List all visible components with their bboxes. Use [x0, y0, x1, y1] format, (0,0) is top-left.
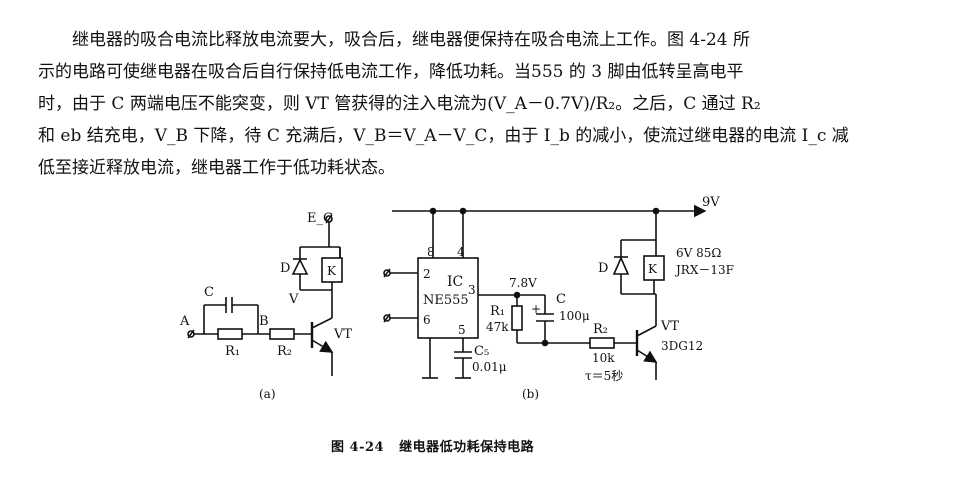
supply-label: 9V [702, 195, 720, 210]
figure-a-labels: E_C D K V C A B R₁ R₂ VT (a) [179, 211, 352, 401]
v-label: V [288, 292, 299, 307]
diode-a [291, 258, 309, 275]
r1-b [511, 305, 523, 331]
r1-a [217, 328, 243, 340]
r2-a [269, 328, 295, 340]
r2-b [589, 337, 615, 349]
c5-value: 0.01μ [472, 360, 507, 374]
r1-b-label: R₁ [490, 304, 505, 319]
relay-rating: 6V 85Ω [676, 246, 721, 260]
pin5-label: 5 [458, 323, 466, 337]
r2-b-label: R₂ [593, 322, 608, 337]
a-label: A [179, 314, 190, 329]
figure-b [383, 204, 707, 380]
ic-label: IC [447, 274, 463, 290]
figure-a [187, 214, 343, 376]
body-paragraph: 继电器的吸合电流比释放电流要大，吸合后，继电器便保持在吸合电流上工作。图 4-2… [38, 24, 918, 184]
ic-ne555 [417, 257, 479, 339]
diode-b [612, 256, 630, 275]
paragraph-line-2: 示的电路可使继电器在吸合后自行保持低电流工作，降低功耗。当555 的 3 脚由低… [38, 62, 744, 82]
c5-label: C₅ [474, 344, 489, 359]
capacitor-b-label: C [556, 292, 566, 307]
ic-part-label: NE555 [423, 293, 469, 308]
capacitor-polarity: + [531, 302, 541, 316]
pin3-label: 3 [468, 283, 476, 297]
diode-a-label: D [280, 261, 290, 276]
vt-a-label: VT [333, 327, 352, 342]
node-voltage-label: 7.8V [509, 276, 537, 290]
paragraph-line-5: 低至接近释放电流，继电器工作于低功耗状态。 [38, 158, 395, 178]
capacitor-b-value: 100μ [559, 309, 590, 323]
figure-b-labels: 9V 8 4 2 IC 3 NE555 6 5 7.8V R₁ 47k C + … [423, 195, 734, 401]
tau-label: τ＝5秒 [585, 369, 623, 383]
diode-b-label: D [598, 261, 608, 276]
figure-caption: 图 4-24 继电器低功耗保持电路 [331, 440, 535, 455]
paragraph-line-4: 和 eb 结充电，V_B 下降，待 C 充满后，V_B＝V_A－V_C，由于 I… [38, 126, 849, 146]
pin6-label: 6 [423, 313, 431, 327]
paragraph-line-3: 时，由于 C 两端电压不能突变，则 VT 管获得的注入电流为(V_A－0.7V)… [38, 94, 761, 114]
relay-b-label: K [648, 262, 658, 276]
paragraph-line-1: 继电器的吸合电流比释放电流要大，吸合后，继电器便保持在吸合电流上工作。图 4-2… [72, 30, 750, 50]
capacitor-a-label: C [204, 285, 214, 300]
relay-part: JRX－13F [674, 263, 734, 277]
figure-a-label: (a) [259, 387, 276, 401]
relay-a-label: K [327, 264, 337, 278]
figure-b-label: (b) [522, 387, 539, 401]
pin4-label: 4 [457, 245, 465, 259]
pin2-label: 2 [423, 267, 431, 281]
b-label: B [259, 314, 269, 329]
ec-label: E_C [307, 211, 333, 226]
r2-a-label: R₂ [277, 344, 292, 359]
r1-b-value: 47k [486, 320, 509, 334]
vt-b-part: 3DG12 [661, 339, 703, 353]
r2-b-value: 10k [592, 351, 615, 365]
r1-a-label: R₁ [225, 344, 240, 359]
vt-b-label: VT [660, 319, 679, 334]
pin8-label: 8 [427, 245, 435, 259]
